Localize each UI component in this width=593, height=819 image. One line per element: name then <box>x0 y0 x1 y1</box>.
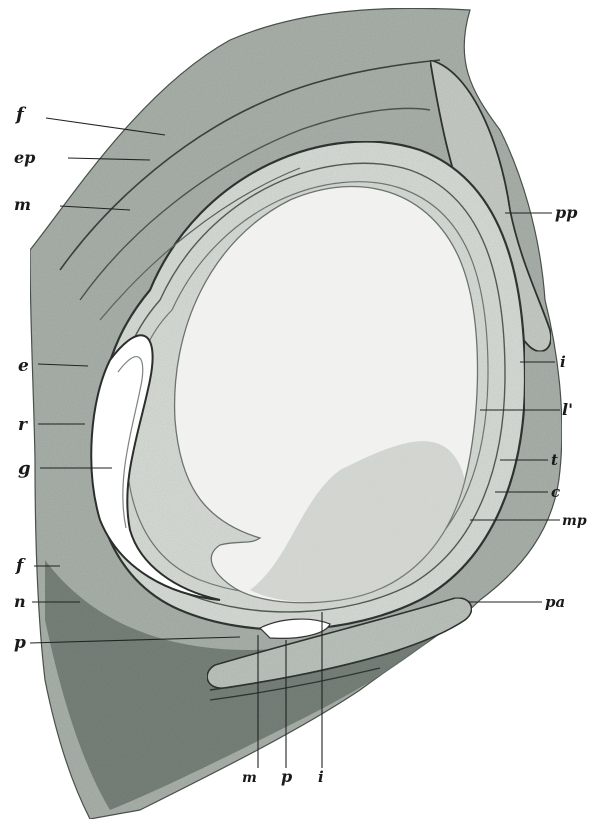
label-r: r <box>18 415 28 435</box>
label-e: e <box>18 356 29 376</box>
label-m-top: m <box>14 195 31 214</box>
label-m-bottom: m <box>242 770 257 786</box>
label-i-right: i <box>560 353 566 371</box>
label-n: n <box>14 592 26 611</box>
label-pa: pa <box>545 593 565 611</box>
label-c: c <box>551 483 560 501</box>
label-p-left: p <box>14 633 26 653</box>
label-g: g <box>18 458 31 479</box>
label-f-left: f <box>15 556 26 576</box>
label-t: t <box>551 451 558 469</box>
label-f-top: f <box>14 104 27 125</box>
label-p-bottom: p <box>281 767 292 786</box>
label-mp: mp <box>562 513 587 529</box>
label-l-prime: l' <box>562 400 573 419</box>
label-pp: pp <box>555 203 577 222</box>
label-i-bottom: i <box>318 768 324 786</box>
label-ep: ep <box>14 148 35 167</box>
